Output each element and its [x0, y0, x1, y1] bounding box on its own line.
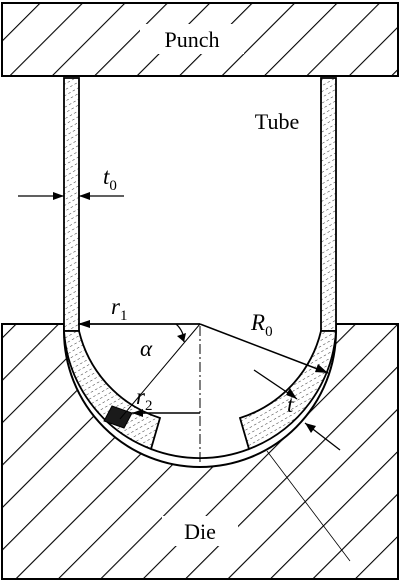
t0-label: t0 [103, 164, 117, 194]
punch-label-bg [140, 24, 244, 54]
punch-label: Punch [165, 27, 220, 52]
construction-lines [18, 192, 351, 562]
alpha-line [119, 323, 201, 420]
punch: Punch [1, 2, 399, 77]
symbols: t0 r1 R0 α r2 t [103, 164, 294, 417]
R0-label: R0 [250, 310, 273, 340]
tube: Tube [63, 77, 337, 459]
R0-line [199, 323, 329, 374]
t-label: t [287, 392, 294, 417]
die-label: Die [184, 519, 216, 544]
die: Die [1, 323, 399, 580]
r2-label: r2 [136, 384, 152, 414]
r1-label: r1 [111, 294, 127, 324]
alpha-label: α [140, 336, 153, 361]
die-label-bg [162, 516, 238, 546]
tube-label: Tube [255, 109, 299, 134]
